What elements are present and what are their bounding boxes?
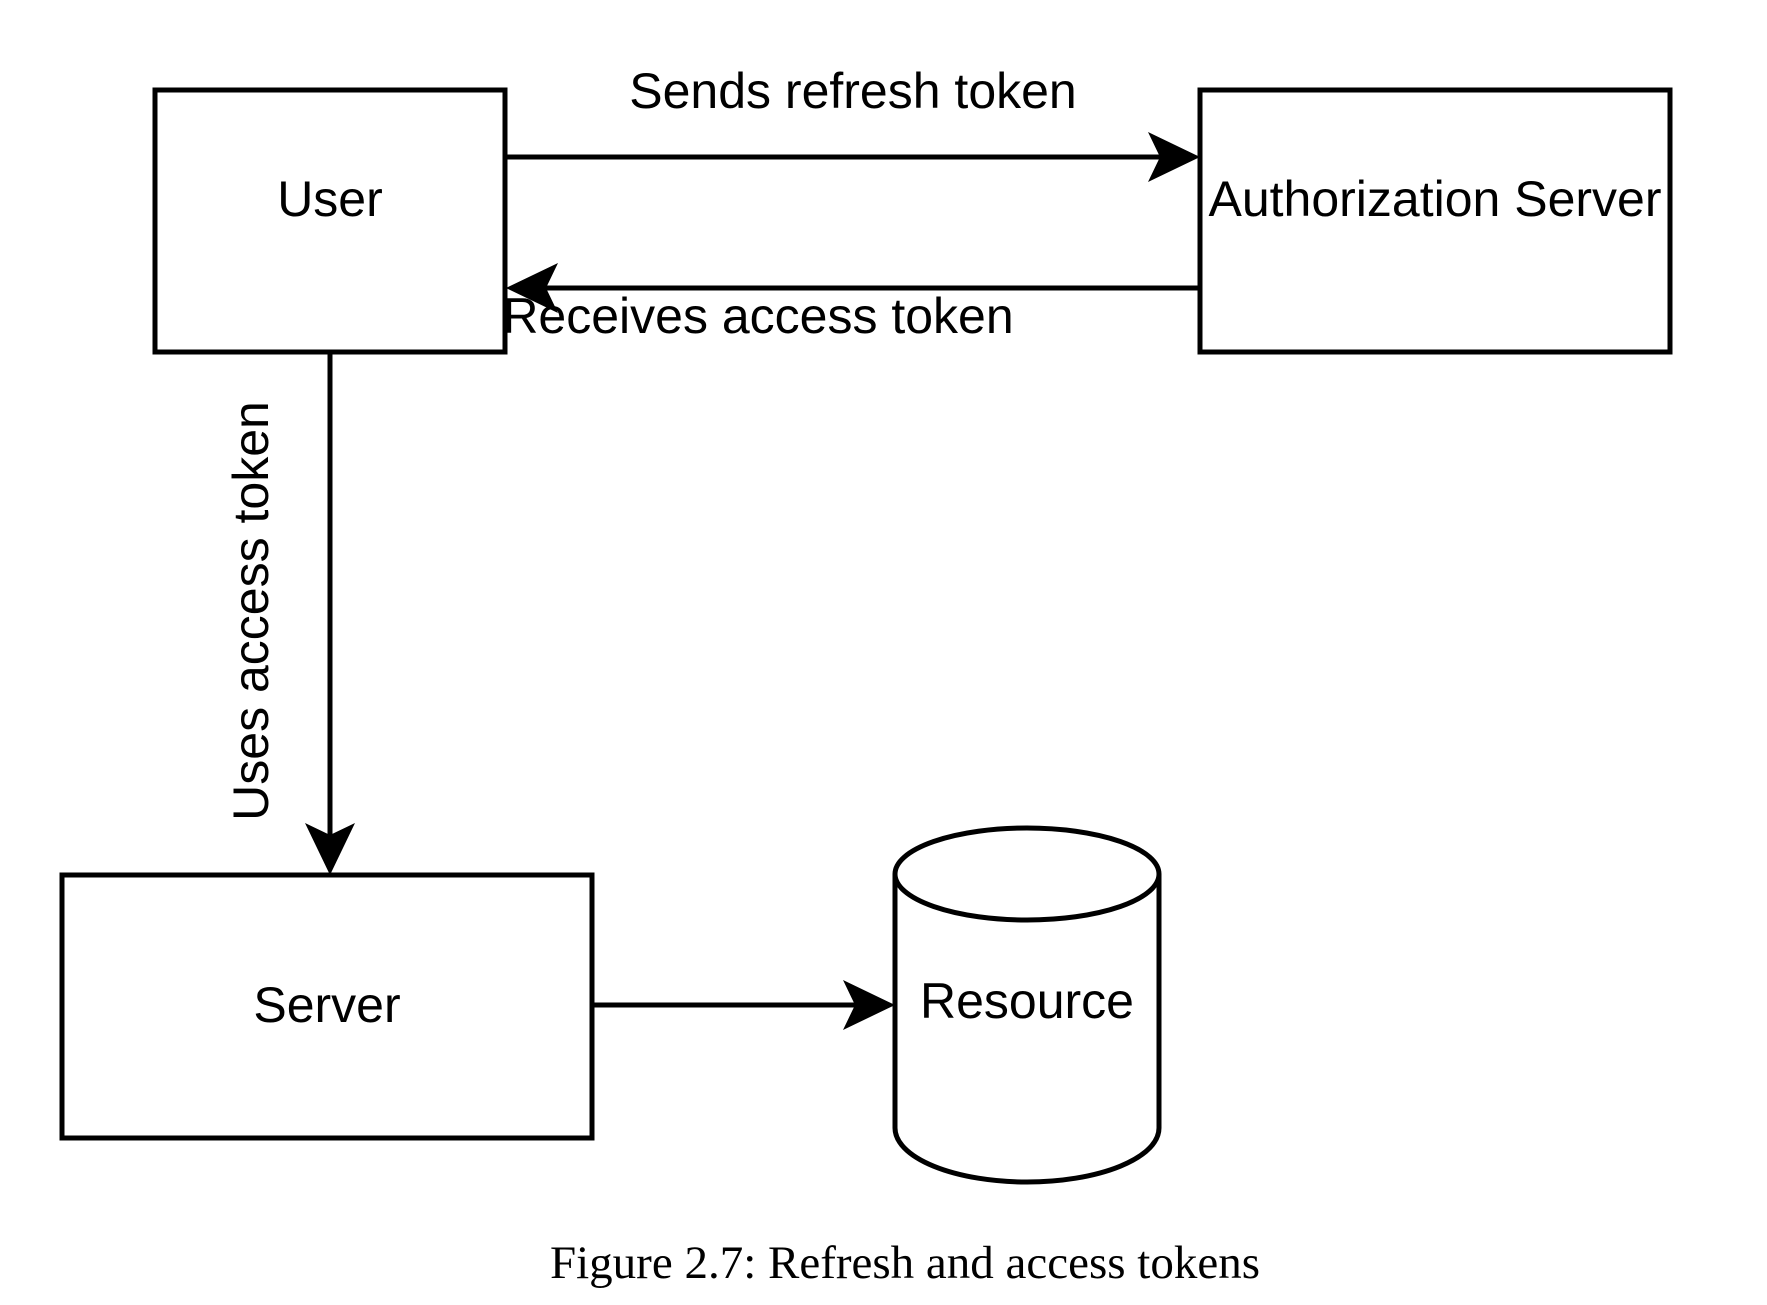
user-to-auth-label: Sends refresh token: [629, 63, 1077, 119]
resource-cylinder-body[interactable]: [892, 874, 1162, 1185]
edge-user-to-server: Uses access token: [223, 352, 355, 875]
user-to-server-label: Uses access token: [223, 401, 279, 821]
user-label: User: [277, 171, 383, 227]
user-box[interactable]: [152, 87, 508, 355]
user-to-server-arrowhead-icon: [305, 823, 355, 875]
resource-cylinder-top[interactable]: [892, 825, 1162, 923]
user-to-auth-arrowhead-icon: [1148, 132, 1200, 182]
node-user[interactable]: User: [152, 87, 508, 355]
figure-caption: Figure 2.7: Refresh and access tokens: [550, 1237, 1260, 1289]
edge-user-to-authorization-server: Sends refresh token: [505, 63, 1200, 182]
auth-to-user-arrowhead-icon: [506, 263, 558, 313]
server-label: Server: [253, 977, 400, 1033]
resource-label: Resource: [920, 973, 1134, 1029]
edge-server-to-resource: [592, 980, 895, 1030]
server-to-resource-arrowhead-icon: [843, 980, 895, 1030]
auth-to-user-label: Receives access token: [502, 288, 1013, 344]
node-resource[interactable]: Resource: [892, 825, 1162, 1185]
authorization-server-box[interactable]: [1197, 87, 1673, 355]
server-box[interactable]: [59, 872, 595, 1141]
authorization-server-label: Authorization Server: [1208, 171, 1661, 227]
edge-authorization-server-to-user: Receives access token: [502, 263, 1200, 344]
node-authorization-server[interactable]: Authorization Server: [1197, 87, 1673, 355]
node-server[interactable]: Server: [59, 872, 595, 1141]
